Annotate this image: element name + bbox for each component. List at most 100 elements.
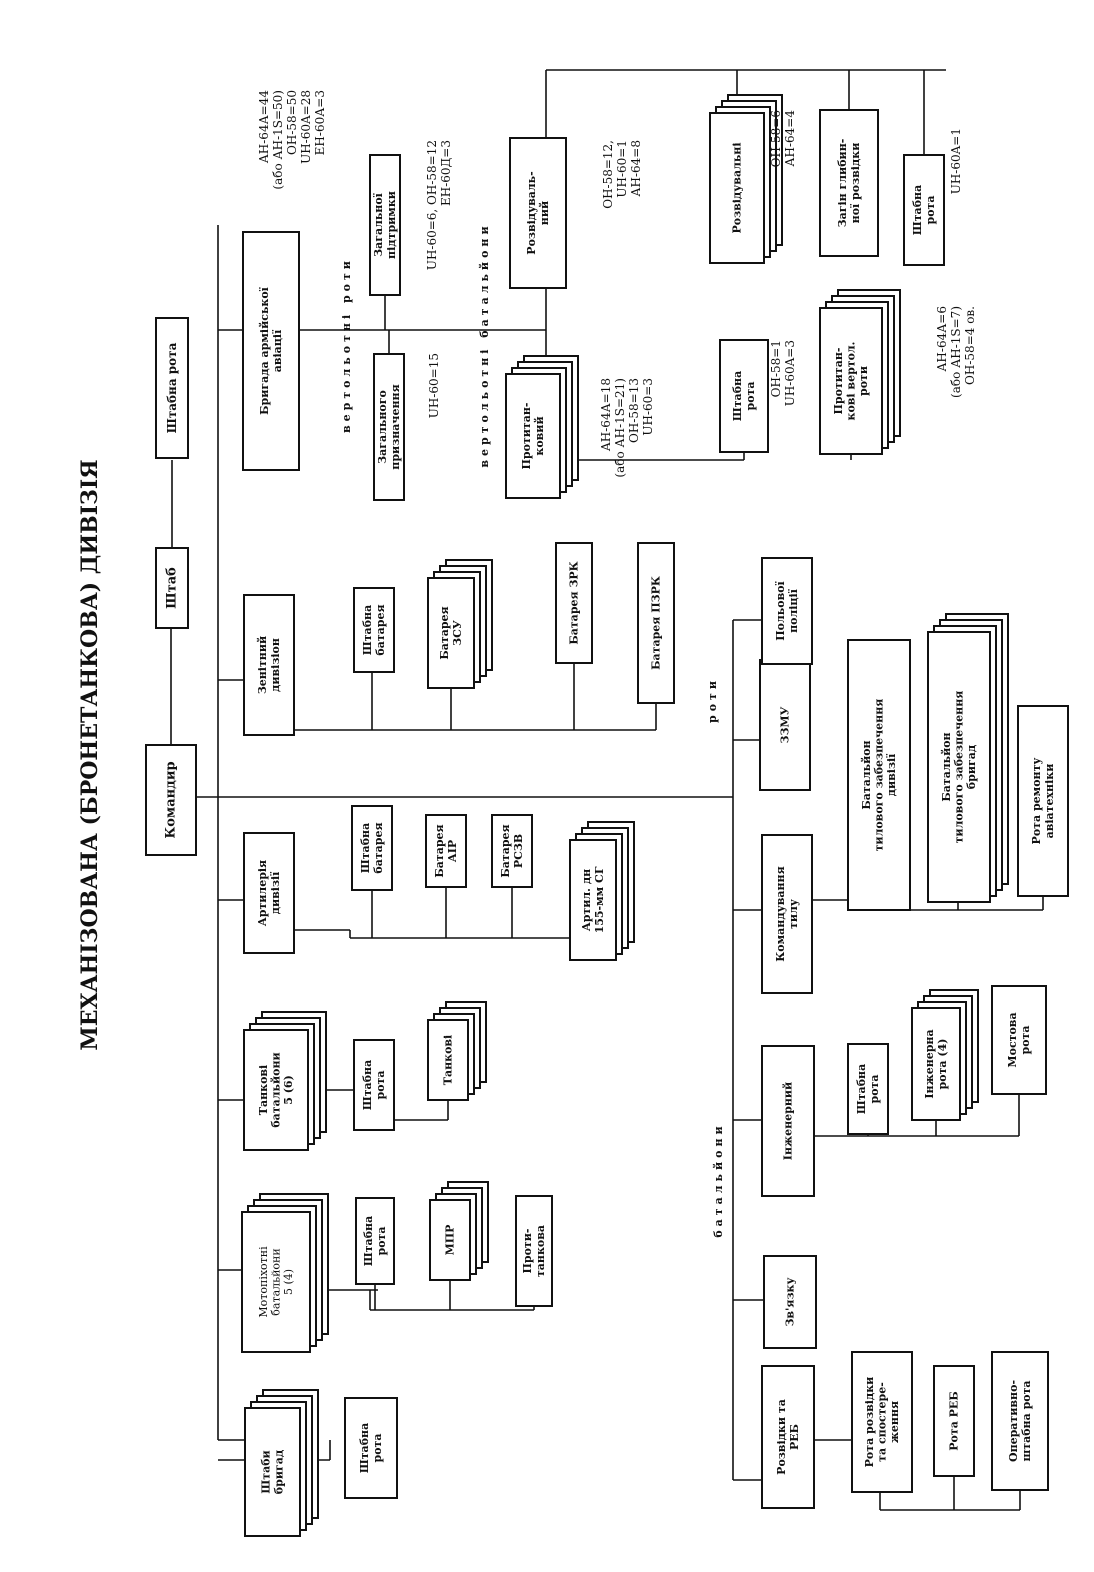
box-mech-battalions-line-0: Мотопіхотні	[257, 1246, 270, 1318]
box-zzmu-line-0: ЗЗМУ	[779, 706, 792, 743]
box-frame	[427, 1019, 469, 1101]
note-at-bn-line-3: UH-60=3	[641, 378, 655, 436]
box-frame	[243, 1029, 309, 1151]
box-aviation-repair-line-1: авіатехніки	[1043, 764, 1056, 839]
box-recon-hq-line-1: рота	[924, 196, 937, 225]
box-mpr-line-0: МПР	[444, 1225, 457, 1256]
box-rear-div-line-0: Батальйон	[860, 740, 873, 809]
box-aviation-brigade-line-1: авіації	[271, 329, 284, 372]
box-reb-co: Рота РЕБ	[933, 1365, 975, 1477]
box-aviation-brigade-line-0: Бригада армійської	[258, 286, 271, 415]
box-ops-hq-line-0: Оперативно-	[1007, 1380, 1020, 1462]
note-recon-bn-line-2: АН-64=8	[629, 140, 643, 197]
box-rear-brig-line-1: тилового забезпечення	[953, 691, 966, 844]
label-companies: роти	[706, 677, 719, 723]
box-frame	[991, 985, 1047, 1095]
box-frame	[991, 1351, 1049, 1491]
box-art-hq-line-0: Штабна	[359, 823, 372, 873]
box-deep-recon-line-1: ної розвідки	[849, 143, 862, 224]
box-at-heli-co-line-2: роти	[857, 366, 870, 396]
box-eng-hq-line-1: рота	[868, 1075, 881, 1104]
note-recon-hq-line-0: UH-60A=1	[949, 128, 963, 194]
box-frame	[761, 1045, 815, 1197]
box-frame	[637, 542, 675, 704]
box-antitank-line-1: танкова	[534, 1225, 547, 1277]
box-art-rszv-line-1: РСЗВ	[512, 834, 525, 868]
box-frame	[243, 594, 295, 736]
note-aviation-line-1: (або АН-1S=50)	[271, 90, 285, 190]
box-eng-co-line-1: рота (4)	[936, 1039, 949, 1090]
box-brigade-hq-line-0: Штаби	[260, 1450, 273, 1493]
note-aviation-line-2: ОН-58=50	[285, 90, 299, 155]
box-frame	[761, 1365, 815, 1509]
box-hq-company-top-line-0: Штабна рота	[165, 342, 179, 433]
box-zzmu: ЗЗМУ	[759, 659, 811, 791]
box-tank-co: Танкові	[427, 1001, 487, 1101]
box-mech-battalions-line-1: батальйони	[270, 1248, 283, 1315]
box-staff: Штаб	[155, 547, 189, 629]
box-signal-line-0: Зв'язку	[784, 1277, 797, 1326]
box-frame	[505, 373, 561, 499]
note-at-heli-co-line-2: ОН-58=4 ов.	[963, 306, 977, 385]
box-at-bn-line-0: Протитан-	[520, 403, 533, 470]
box-engineer-line-0: Інженерний	[782, 1082, 795, 1160]
box-aa-hq-line-0: Штабна	[361, 605, 374, 655]
box-tank-co-line-0: Танкові	[442, 1035, 455, 1085]
note-aviation-line-4: ЕН-60А=3	[313, 90, 327, 155]
box-aa-battalion-line-1: дивізіон	[269, 638, 282, 692]
box-aa-zrk-line-0: Батарея ЗРК	[568, 561, 581, 644]
box-tank-battalions-line-1: батальйони	[270, 1052, 283, 1127]
box-frame	[819, 109, 879, 257]
box-frame	[145, 744, 197, 856]
box-frame	[344, 1397, 398, 1499]
box-recon-reb-line-0: Розвідки та	[775, 1399, 788, 1475]
note-at-heli-co-line-1: (або АН-1S=7)	[949, 306, 963, 398]
box-frame	[761, 557, 813, 665]
label-heli-battalions: вертольотні батальйони	[478, 222, 491, 467]
box-mpr: МПР	[429, 1181, 489, 1281]
box-bridge-line-0: Мостова	[1006, 1012, 1019, 1067]
box-frame	[911, 1007, 961, 1121]
box-frame	[719, 339, 769, 453]
box-deep-recon-line-0: Загін глибин-	[836, 139, 849, 228]
box-ops-hq-line-1: штабна рота	[1020, 1380, 1033, 1461]
note-recon-bn-line-0: ОН-58=12,	[601, 140, 615, 209]
box-at-bn: Протитан-ковий	[505, 355, 579, 499]
box-hq-company-1-line-1: рота	[371, 1434, 384, 1463]
box-at-heli-co-line-1: кові вертол.	[845, 341, 858, 420]
box-signal: Зв'язку	[763, 1255, 817, 1349]
box-frame	[353, 587, 395, 673]
box-aa-hq-line-1: батарея	[374, 604, 387, 655]
box-antitank: Проти-танкова	[515, 1195, 553, 1307]
label-battalions: батальйони	[712, 1122, 725, 1237]
box-aa-pzrk-line-0: Батарея ПЗРК	[650, 576, 663, 670]
box-gs-heli-line-1: підтримки	[385, 191, 398, 259]
box-at-hq-line-0: Штабна	[731, 371, 744, 421]
box-art-155-line-1: 155-мм СГ	[593, 866, 606, 933]
box-mp-line-0: Польової	[774, 580, 787, 640]
box-aviation-repair-line-0: Рота ремонту	[1030, 758, 1043, 845]
box-recon-hq-line-0: Штабна	[911, 185, 924, 235]
label-heli-companies: вертольотні роти	[340, 257, 353, 433]
box-frame	[429, 1199, 471, 1281]
box-frame	[927, 631, 991, 903]
box-mech-hq-line-1: рота	[375, 1227, 388, 1256]
box-frame	[243, 832, 295, 954]
box-ops-hq: Оперативно-штабна рота	[991, 1351, 1049, 1491]
box-frame	[1017, 705, 1069, 897]
box-at-hq-line-1: рота	[744, 382, 757, 411]
